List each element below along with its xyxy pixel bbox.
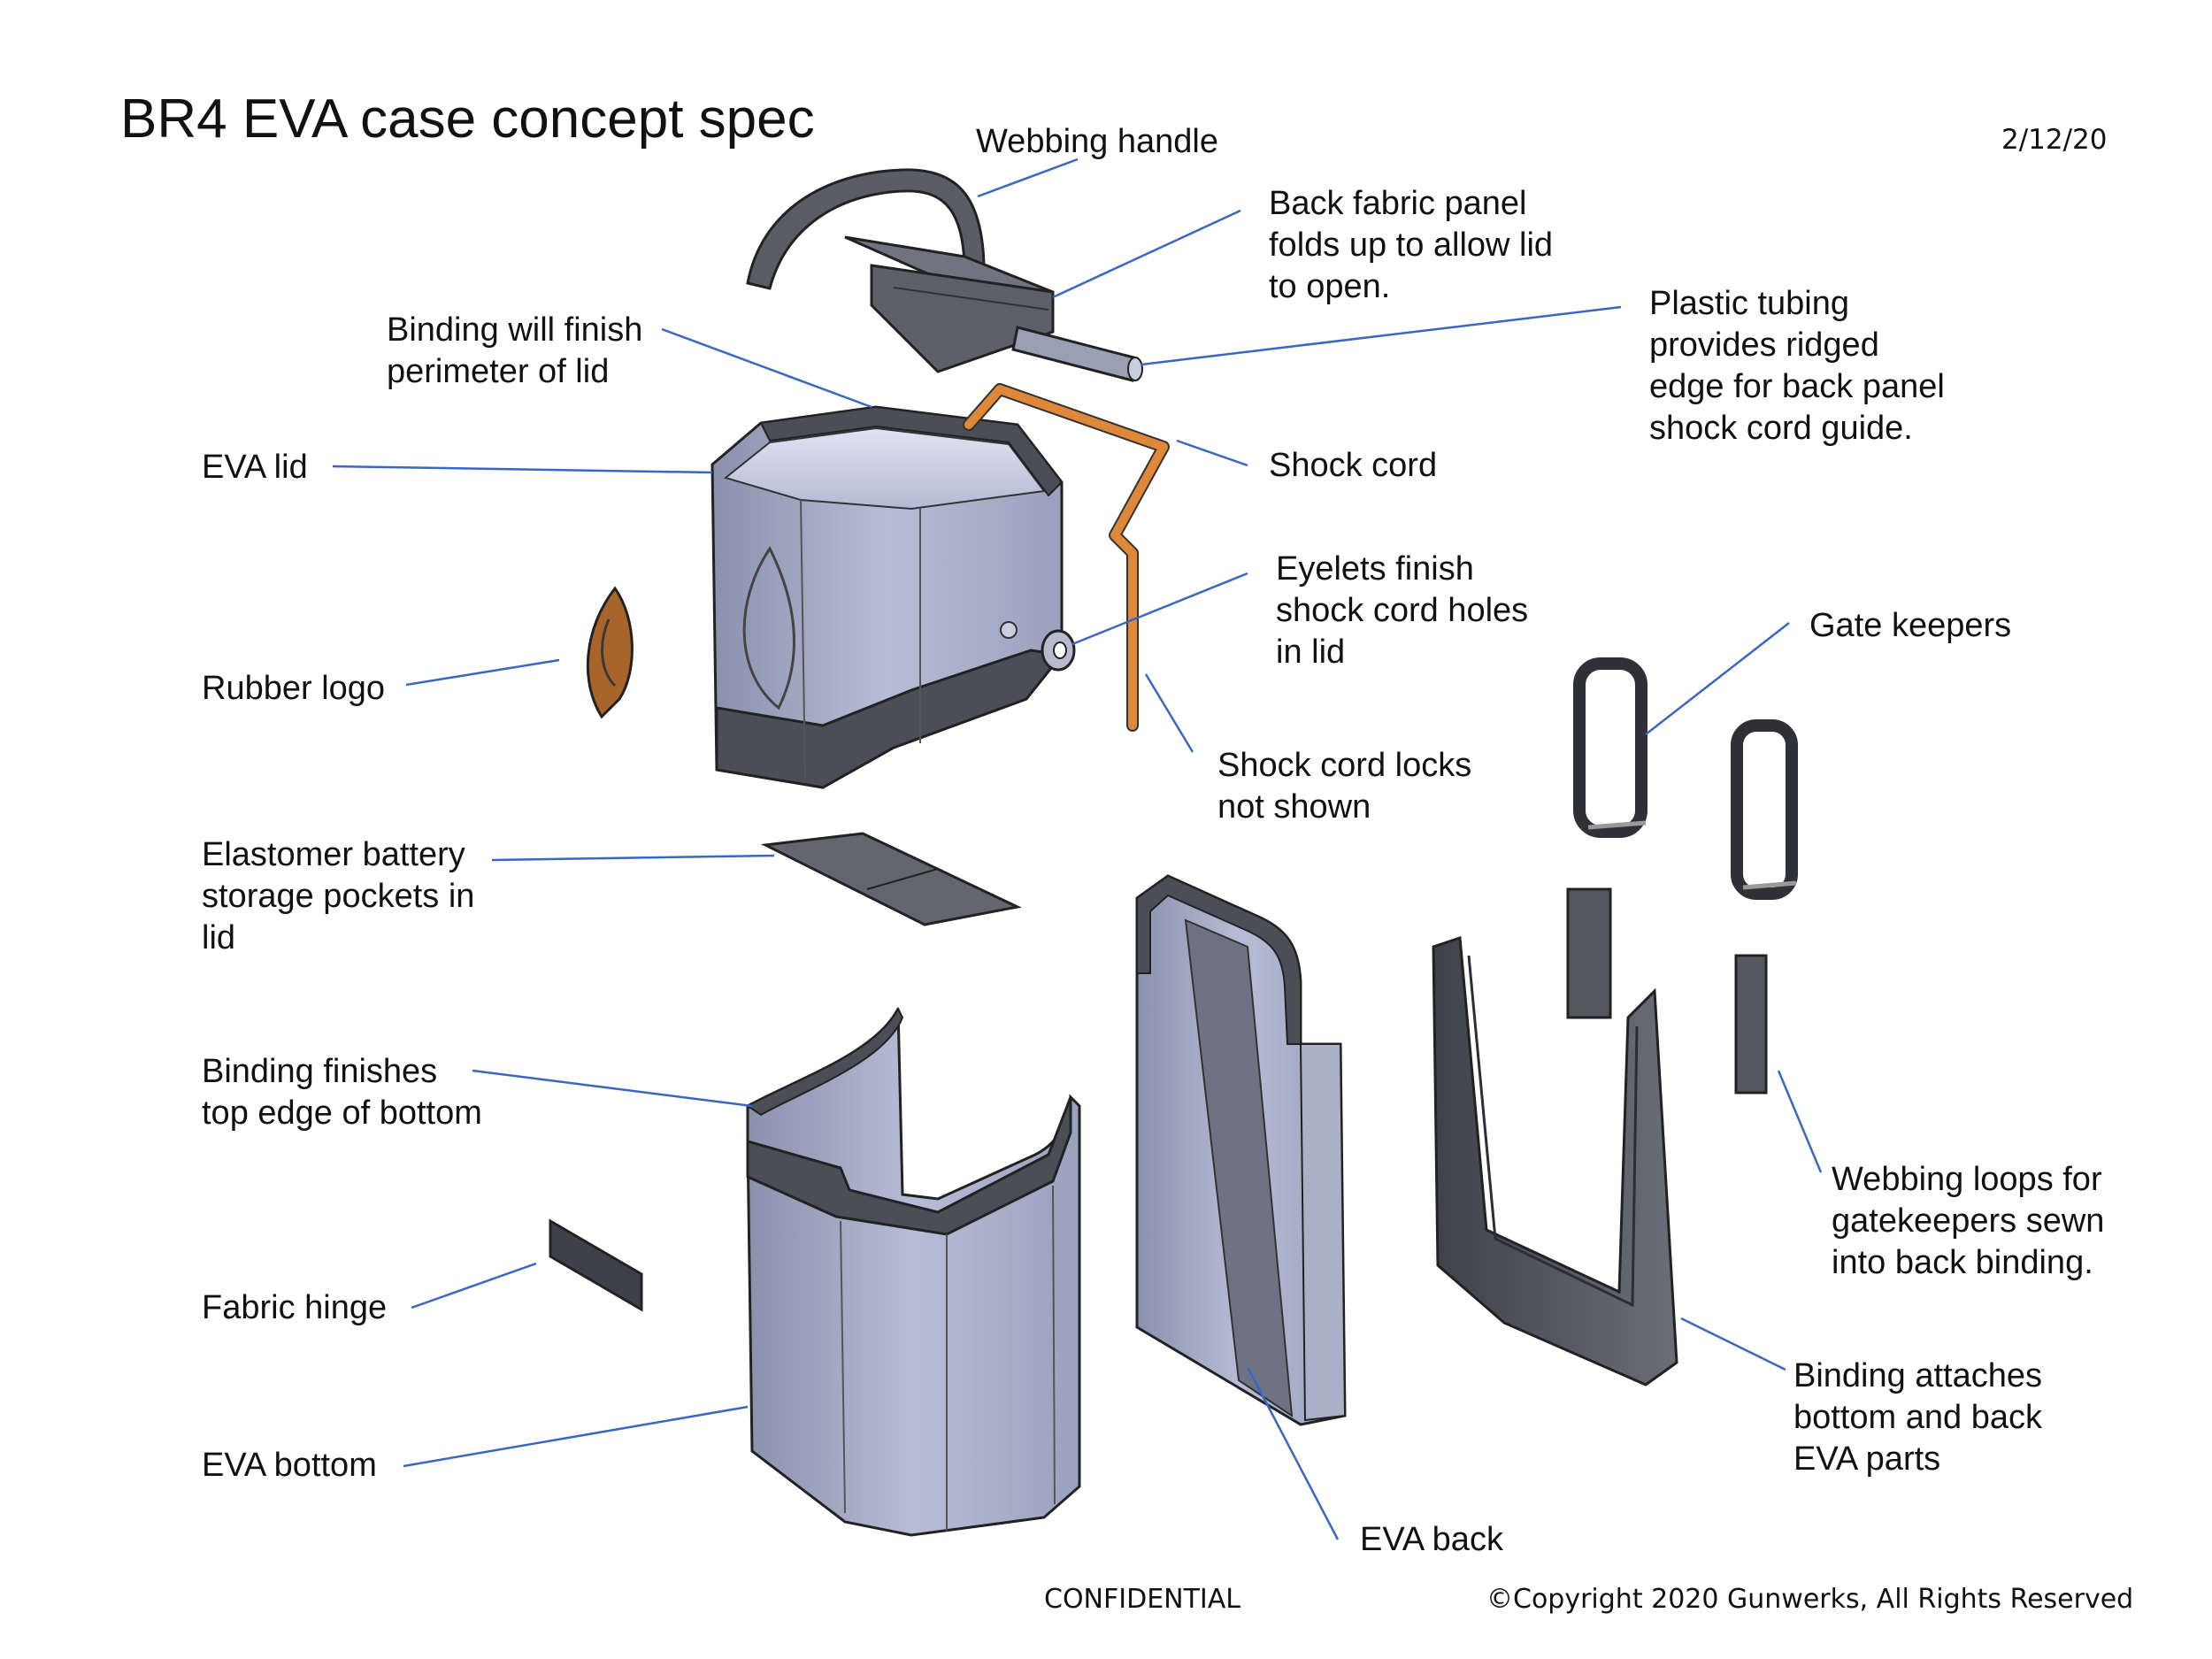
footer-confidential: CONFIDENTIAL xyxy=(1044,1584,1241,1615)
label-gate-keepers: Gate keepers xyxy=(1809,607,2012,644)
label-eyelets: Eyelets finish shock cord holes in lid xyxy=(1276,550,1529,671)
label-binding-attaches: Binding attaches bottom and back EVA par… xyxy=(1793,1357,2042,1478)
label-eva-lid: EVA lid xyxy=(202,449,308,486)
leader-lines xyxy=(332,157,1823,1540)
label-back-fabric-panel: Back fabric panel folds up to allow lid … xyxy=(1269,185,1554,305)
label-binding-bottom: Binding finishes top edge of bottom xyxy=(202,1053,482,1132)
back-binding-part xyxy=(1432,935,1678,1386)
label-shock-cord-locks: Shock cord locks not shown xyxy=(1217,747,1472,826)
eva-bottom-part xyxy=(746,1006,1081,1537)
label-eva-bottom: EVA bottom xyxy=(202,1447,377,1484)
fabric-hinge-part xyxy=(549,1218,643,1312)
label-rubber-logo: Rubber logo xyxy=(202,670,386,707)
eyelet-part xyxy=(1041,629,1076,672)
label-shock-cord: Shock cord xyxy=(1269,447,1438,484)
elastomer-pocket-part xyxy=(760,832,1022,926)
page-date: 2/12/20 xyxy=(2001,124,2108,156)
plastic-tubing-part xyxy=(1011,326,1143,382)
eva-lid-part xyxy=(710,405,1064,789)
label-plastic-tubing: Plastic tubing provides ridged edge for … xyxy=(1649,285,1945,447)
gate-keeper-parts xyxy=(1573,657,1798,900)
label-webbing-loops: Webbing loops for gatekeepers sewn into … xyxy=(1832,1161,2105,1281)
label-fabric-hinge: Fabric hinge xyxy=(202,1289,388,1326)
rubber-logo-part xyxy=(586,586,634,719)
back-fabric-panel-part xyxy=(844,235,1055,373)
footer-copyright: ©Copyright 2020 Gunwerks, All Rights Res… xyxy=(1486,1584,2134,1615)
shock-cord-part xyxy=(963,383,1170,732)
webbing-loop-parts xyxy=(1566,887,1768,1094)
label-webbing-handle: Webbing handle xyxy=(976,123,1218,160)
label-elastomer-pockets: Elastomer battery storage pockets in lid xyxy=(202,836,475,956)
eva-back-part xyxy=(1135,874,1347,1426)
page-title: BR4 EVA case concept spec xyxy=(120,88,815,150)
label-binding-lid: Binding will finish perimeter of lid xyxy=(387,311,643,390)
label-eva-back: EVA back xyxy=(1360,1521,1503,1558)
